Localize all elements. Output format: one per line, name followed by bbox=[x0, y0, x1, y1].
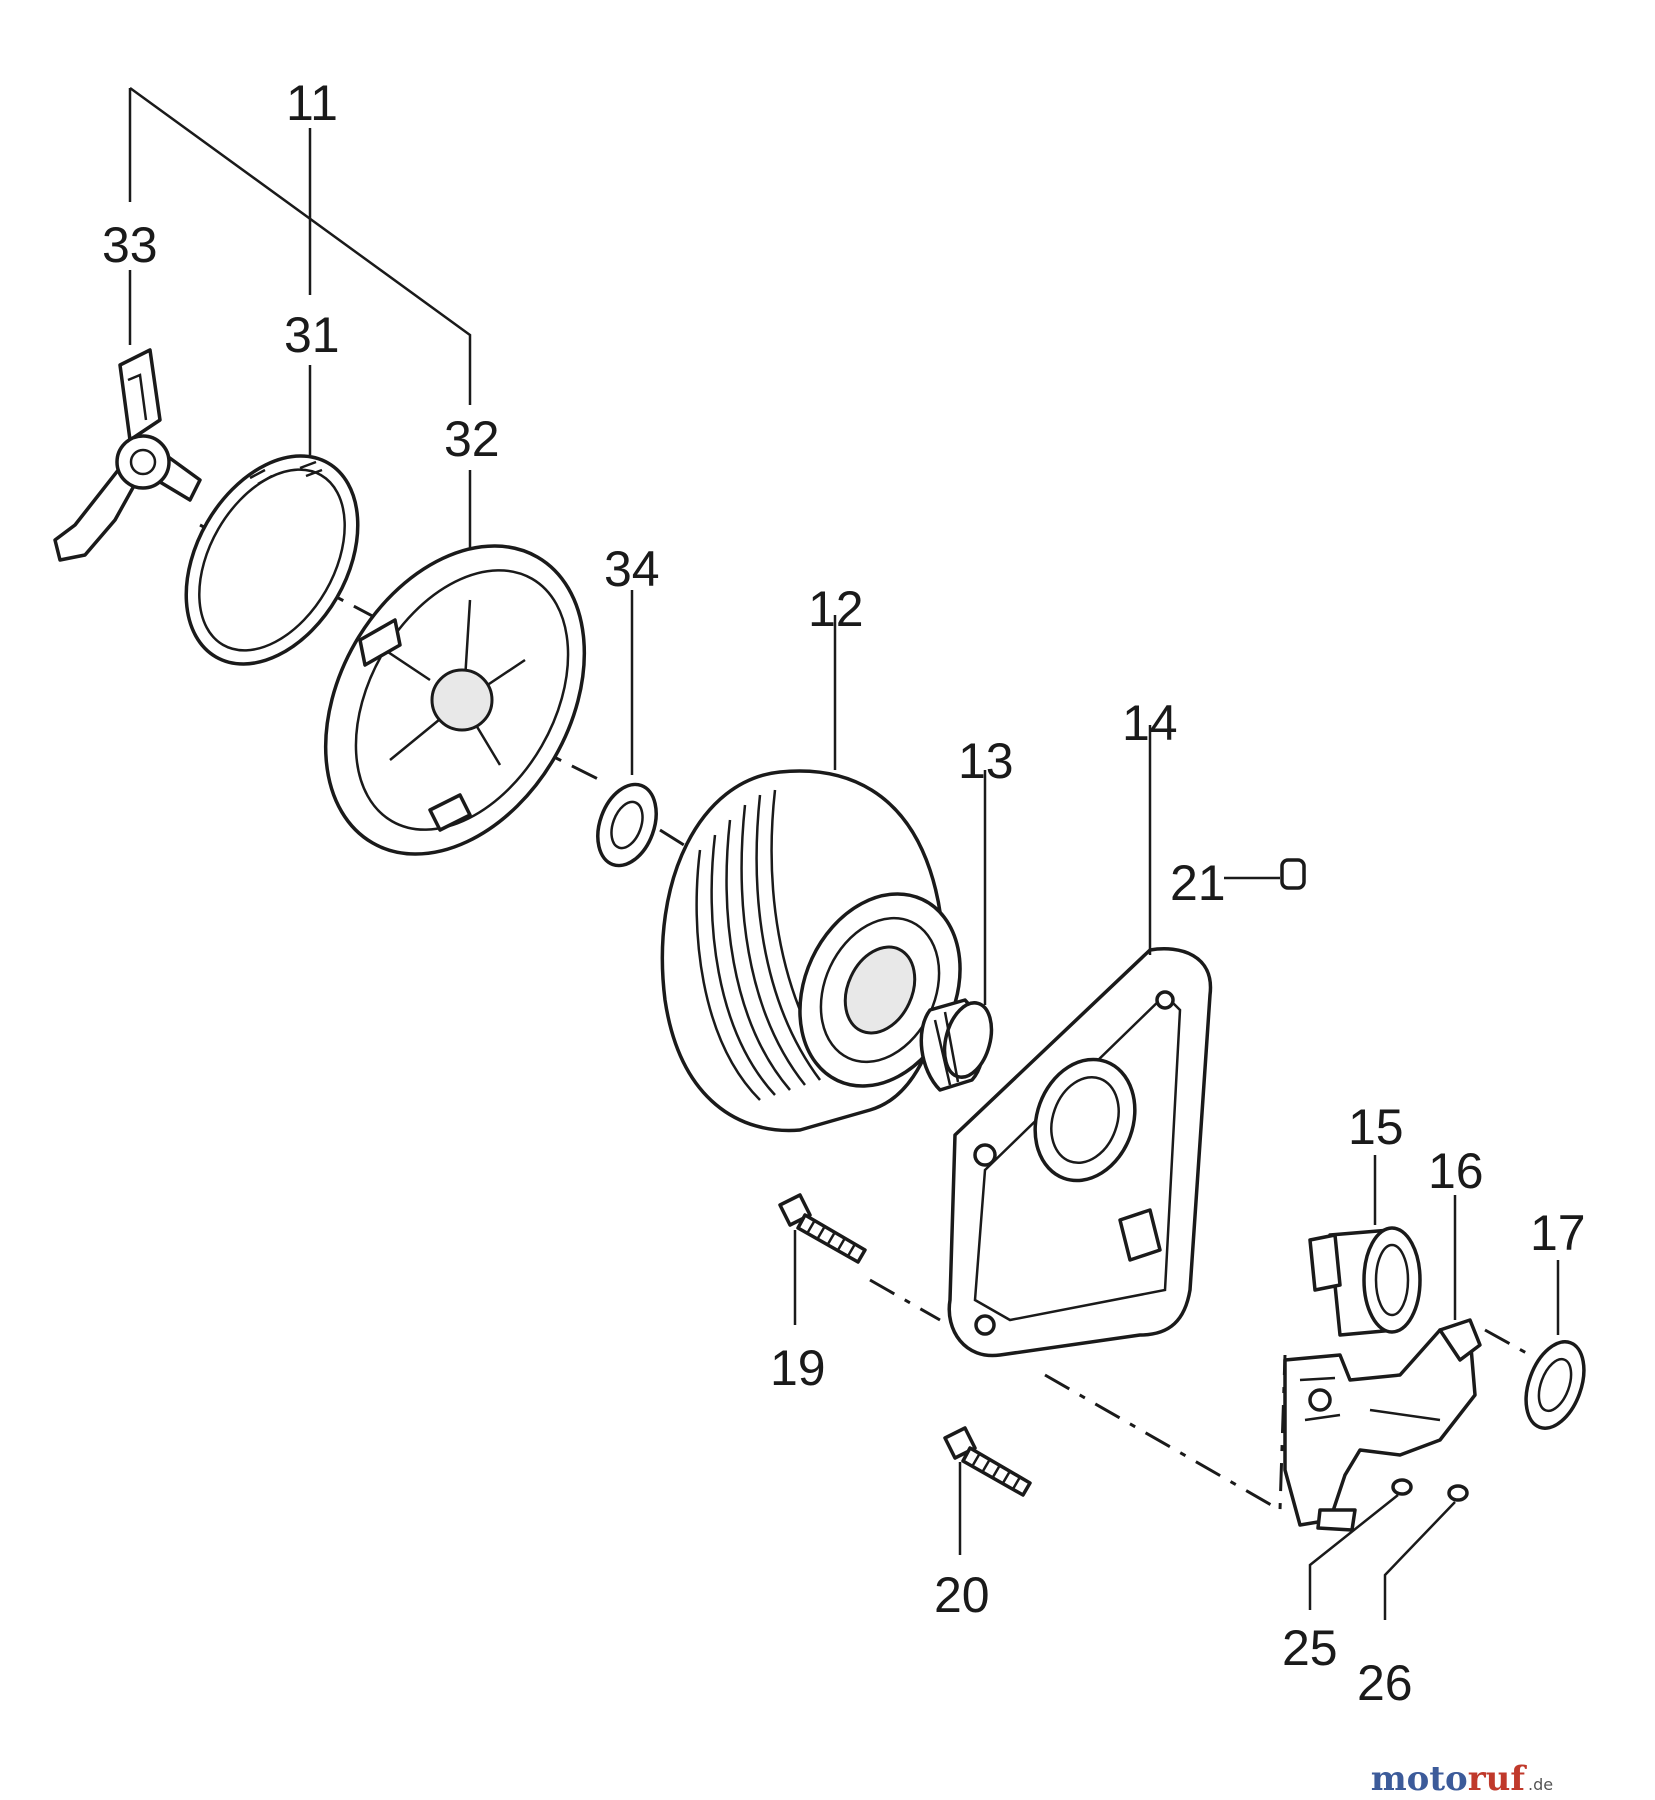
watermark-moto: moto bbox=[1371, 1759, 1468, 1799]
part-16-oil-pump bbox=[1283, 1195, 1482, 1532]
part-19-screw bbox=[778, 1193, 867, 1325]
callout-32: 32 bbox=[444, 411, 500, 467]
callout-labels: 11 33 31 32 34 12 13 14 21 15 16 17 19 2… bbox=[102, 75, 1586, 1711]
callout-33: 33 bbox=[102, 217, 158, 273]
watermark-ruf: ruf bbox=[1468, 1759, 1528, 1799]
part-13-needle-bearing bbox=[919, 770, 994, 1092]
callout-12: 12 bbox=[808, 581, 864, 637]
part-12-clutch-drum bbox=[660, 615, 962, 1133]
callout-11: 11 bbox=[286, 75, 338, 131]
part-25-o-ring bbox=[1308, 1478, 1413, 1610]
group-bracket-11 bbox=[128, 86, 472, 560]
callout-34: 34 bbox=[604, 541, 660, 597]
part-17-seal bbox=[1524, 1260, 1586, 1430]
callout-20: 20 bbox=[934, 1567, 990, 1623]
callout-21: 21 bbox=[1170, 855, 1226, 911]
callout-26: 26 bbox=[1357, 1655, 1413, 1711]
callout-19: 19 bbox=[770, 1340, 826, 1396]
callout-31: 31 bbox=[284, 307, 340, 363]
part-32-clutch-shoes bbox=[323, 544, 587, 856]
part-31-clutch-spring bbox=[184, 454, 360, 666]
callout-15: 15 bbox=[1348, 1099, 1404, 1155]
part-20-screw bbox=[943, 1426, 1032, 1555]
callout-13: 13 bbox=[958, 733, 1014, 789]
watermark-suffix: .de bbox=[1528, 1775, 1553, 1794]
svg-text:motoruf: motoruf bbox=[1371, 1759, 1528, 1799]
callout-16: 16 bbox=[1428, 1143, 1484, 1199]
callout-14: 14 bbox=[1122, 695, 1178, 751]
callout-17: 17 bbox=[1530, 1205, 1586, 1261]
part-21-grommet bbox=[1224, 858, 1306, 890]
part-26-o-ring bbox=[1383, 1484, 1469, 1620]
part-14-side-plate bbox=[947, 725, 1213, 1358]
part-15-oil-pump-worm bbox=[1308, 1155, 1422, 1337]
callout-25: 25 bbox=[1282, 1620, 1338, 1676]
watermark: motoruf .de bbox=[1371, 1759, 1553, 1799]
part-33-clutch-hub bbox=[53, 348, 202, 562]
part-34-washer bbox=[596, 590, 658, 868]
